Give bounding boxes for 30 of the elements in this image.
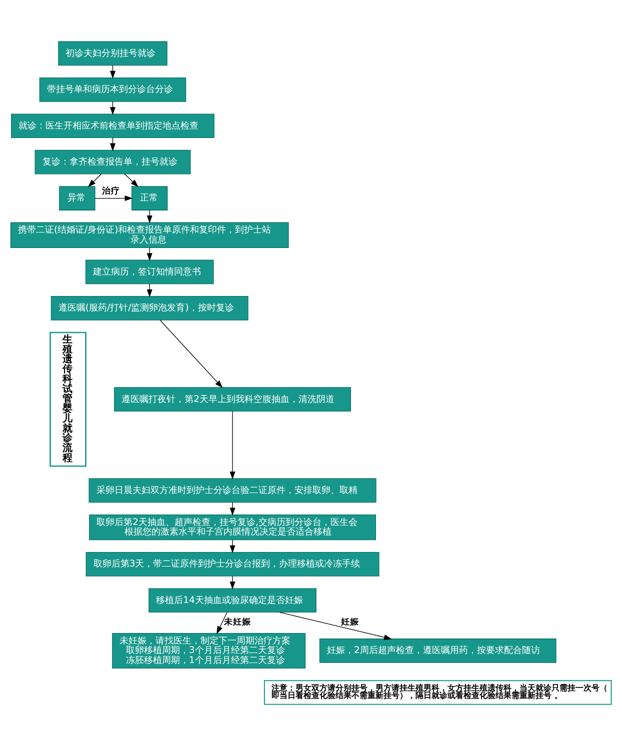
node-box: 取卵后第3天，带二证原件到护士分诊台报到，办理移植或冷冻手续: [86, 552, 380, 576]
arrow: [279, 612, 392, 640]
node-box: 异常: [59, 186, 96, 210]
node-box: 正常: [132, 186, 168, 210]
node-box: 复诊：拿齐检查报告单，挂号就诊: [34, 150, 191, 174]
node-box: 移植后14天抽血或验尿确定是否妊娠: [148, 588, 316, 613]
arrow: [94, 196, 133, 202]
arrow: [230, 410, 236, 480]
arrow: [230, 502, 236, 516]
node-box: 遵医嘱(服药/打针/监测卵泡发育)，按时复诊: [50, 296, 248, 320]
node-box: 未妊娠，请找医生，制定下一周期治疗方案 取卵移植周期，3个月后月经第二天复诊 冻胚移植周期，1个月后月经第二天复诊: [112, 632, 306, 668]
arrow: [230, 576, 236, 590]
node-box: 初诊夫妇分别挂号就诊: [58, 41, 168, 66]
node-box: 带挂号单和病历本到分诊台分诊: [39, 78, 186, 102]
node-box: 就诊：医生开相应术前检查单到指定地点检查: [11, 114, 214, 138]
node-box: 生殖遗传科试管婴儿就诊流程: [50, 332, 86, 467]
edge-label: 未妊娠: [224, 617, 251, 628]
node-box: 采卵日晨夫妇双方准时到护士分诊台验二证原件，安排取卵、取精: [88, 478, 376, 503]
node-box: 携带二证(结婚证/身份证)和检查报告单原件和复印件，到护士站录入信息: [10, 222, 289, 248]
node-box: 遵医嘱打夜针，第2天早上到我科空腹抽血，清洗阴道: [114, 387, 351, 412]
arrow: [230, 540, 236, 554]
node-box: 妊娠，2周后超声检查，遵医嘱用药，按要求配合随访: [319, 638, 556, 663]
arrow: [88, 174, 102, 188]
edge-label: 妊娠: [341, 617, 360, 628]
arrow: [216, 612, 228, 634]
arrow: [160, 320, 223, 388]
node-box: 取卵后第2天抽血、超声检查，挂号复诊,交病历到分诊台，医生会根据您的激素水平和子宫内膜情况决定是否适合移植: [89, 514, 376, 540]
node-box: 建立病历，签订知情同意书: [85, 260, 214, 284]
arrow: [124, 174, 138, 188]
edge-label: 治疗: [102, 186, 120, 196]
